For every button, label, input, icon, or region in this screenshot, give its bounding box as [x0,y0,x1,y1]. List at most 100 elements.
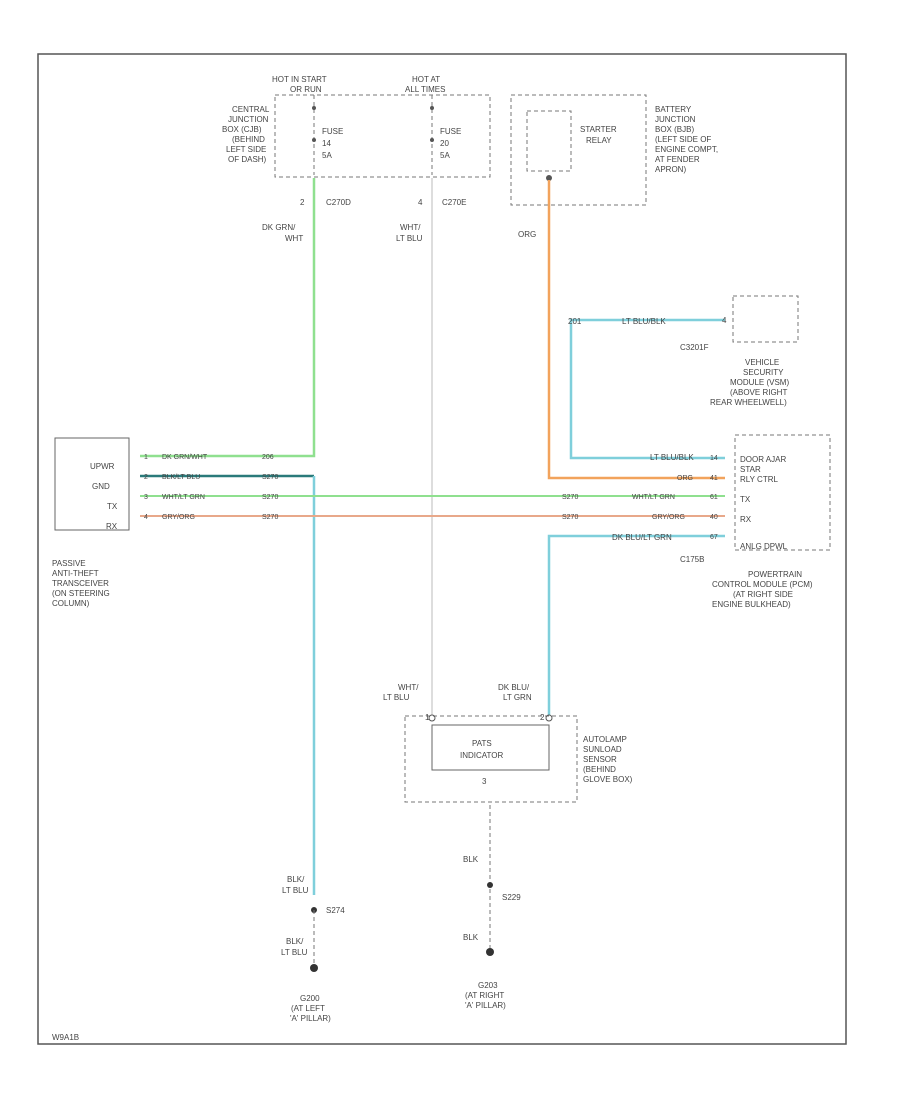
pcm-pin-label-1: DOOR AJAR [740,455,786,464]
vsm-connector: C3201F [680,343,709,352]
bjb-label-3: BOX (BJB) [655,125,694,134]
vsm-label-5: REAR WHEELWELL) [710,398,787,407]
bjb-label-5: ENGINE COMPT, [655,145,718,154]
cjb-label-5: LEFT SIDE [226,145,266,154]
fuse1-label-3: 5A [322,151,332,160]
splice-label-s229: S229 [502,893,521,902]
pats-pin-4: 4 [144,514,148,521]
hot-start-label-1: HOT IN START [272,75,327,84]
autolamp-pin-bottom: 3 [482,777,487,786]
splice-label-s270-d: S270 [562,494,578,501]
pats-label-4: (ON STEERING [52,589,110,598]
wire-wht-lt-grn-label-left: WHT/LT GRN [162,494,205,501]
pcm-wire-pin-5: 67 [710,534,718,541]
fuse1-pin: 2 [300,198,305,207]
wire-org [547,180,725,480]
g200-label-2: (AT LEFT [291,1004,325,1013]
hot-all-label-1: HOT AT [412,75,440,84]
pats-pin-2: 2 [144,474,148,481]
cjb-label-2: JUNCTION [228,115,269,124]
starter-relay-label-2: RELAY [586,136,612,145]
wire-dk-grn-wht [140,178,316,458]
autolamp-sunload-sensor: WHT/ LT BLU DK BLU/ LT GRN 1 2 PATS INDI… [383,683,633,803]
pcm-wire-pin-4: 40 [710,514,718,521]
splice-label-s270-b: S270 [262,494,278,501]
wire-lt-blu-blk [569,318,725,460]
pcm-label-2: CONTROL MODULE (PCM) [712,580,813,589]
vsm-pin: 4 [722,316,727,325]
pcm-pin-label-3: RLY CTRL [740,475,778,484]
fuse2-pin: 4 [418,198,423,207]
pats-label-5: COLUMN) [52,599,90,608]
g203-label-2: (AT RIGHT [465,991,504,1000]
vsm-label-1: VEHICLE [745,358,779,367]
ground-g200: BLK/ LT BLU S274 BLK/ LT BLU G200 (AT LE… [281,875,345,1023]
pats-label-3: TRANSCEIVER [52,579,109,588]
hot-all-label-2: ALL TIMES [405,85,445,94]
pcm-label-1: POWERTRAIN [748,570,802,579]
vehicle-security-module: 4 C3201F VEHICLE SECURITY MODULE (VSM) (… [680,295,799,407]
splice-label-s270-a: S270 [262,474,278,481]
fuse1-label-1: FUSE [322,127,343,136]
autolamp-wht-lt-blu-label-2: LT BLU [383,693,410,702]
diagram-code: W9A1B [52,1033,79,1042]
wire-dk-blu-lt-grn-label: DK BLU/LT GRN [612,533,672,542]
autolamp-dk-blu-lt-grn-label-2: LT GRN [503,693,532,702]
vsm-label-4: (ABOVE RIGHT [730,388,787,397]
splice-label-s270-c: S270 [262,514,278,521]
g200-wire-label-2: LT BLU [282,886,309,895]
wire-lt-blu-blk-label-2: LT BLU/BLK [650,453,694,462]
splice-label-201: 201 [568,317,582,326]
passive-anti-theft-transceiver: UPWR GND TX RX 1 2 3 4 PASSIVE ANTI-THEF… [52,437,148,608]
battery-junction-box: STARTER RELAY BATTERY JUNCTION BOX (BJB)… [510,94,718,206]
cjb-label-3: BOX (CJB) [222,125,262,134]
powertrain-control-module: DOOR AJAR STAR RLY CTRL TX RX ANLG DPWL … [680,434,831,609]
cjb-label-4: (BEHIND [232,135,265,144]
cjb-label-6: OF DASH) [228,155,267,164]
fuse2-connector: C270E [442,198,466,207]
g203-label-3: 'A' PILLAR) [465,1001,506,1010]
pcm-pin-label-2: STAR [740,465,761,474]
fuse2-label-2: 20 [440,139,449,148]
wire-org-label: ORG [518,230,536,239]
g200-label-3: 'A' PILLAR) [290,1014,331,1023]
splice-label-s274: S274 [326,906,345,915]
autolamp-pin-left: 1 [425,713,430,722]
pcm-wire-pin-2: 41 [710,475,718,482]
autolamp-label-1: AUTOLAMP [583,735,627,744]
pats-label-1: PASSIVE [52,559,86,568]
wire-org-label-h: ORG [677,475,693,482]
pats-pin-label-3: TX [107,502,118,511]
cjb-label-1: CENTRAL [232,105,270,114]
fuse2-label-1: FUSE [440,127,461,136]
wire-gry-org-label-right: GRY/ORG [652,514,685,521]
autolamp-label-3: SENSOR [583,755,617,764]
bjb-label-7: APRON) [655,165,686,174]
wire-blk-lt-blu-h-label: BLK/LT BLU [162,474,200,481]
central-junction-box: HOT IN START OR RUN HOT AT ALL TIMES CEN… [222,75,491,207]
autolamp-inner-label-2: INDICATOR [460,751,503,760]
wire-gry-org-label-left: GRY/ORG [162,514,195,521]
wire-wht-lt-blu-label-2: LT BLU [396,234,423,243]
fuse2-label-3: 5A [440,151,450,160]
wire-lt-blu-blk-label: LT BLU/BLK [622,317,666,326]
pats-pin-label-4: RX [106,522,118,531]
bjb-label-2: JUNCTION [655,115,696,124]
pats-pin-1: 1 [144,454,148,461]
autolamp-label-2: SUNLOAD [583,745,622,754]
pcm-pin-label-6: ANLG DPWL [740,542,788,551]
autolamp-label-5: GLOVE BOX) [583,775,633,784]
pats-pin-label-1: UPWR [90,462,115,471]
pcm-label-3: (AT RIGHT SIDE [733,590,793,599]
wire-dk-grn-wht-h-label: DK GRN/WHT [162,454,208,461]
wire-dk-grn-wht-label-1: DK GRN/ [262,223,296,232]
g203-wire-label-1: BLK [463,855,479,864]
wire-dk-grn-wht-label-2: WHT [285,234,303,243]
autolamp-wht-lt-blu-label-1: WHT/ [398,683,419,692]
fuse1-connector: C270D [326,198,351,207]
pcm-connector: C175B [680,555,704,564]
pats-label-2: ANTI-THEFT [52,569,99,578]
autolamp-dk-blu-lt-grn-label-1: DK BLU/ [498,683,530,692]
g203-label-1: G203 [478,981,498,990]
